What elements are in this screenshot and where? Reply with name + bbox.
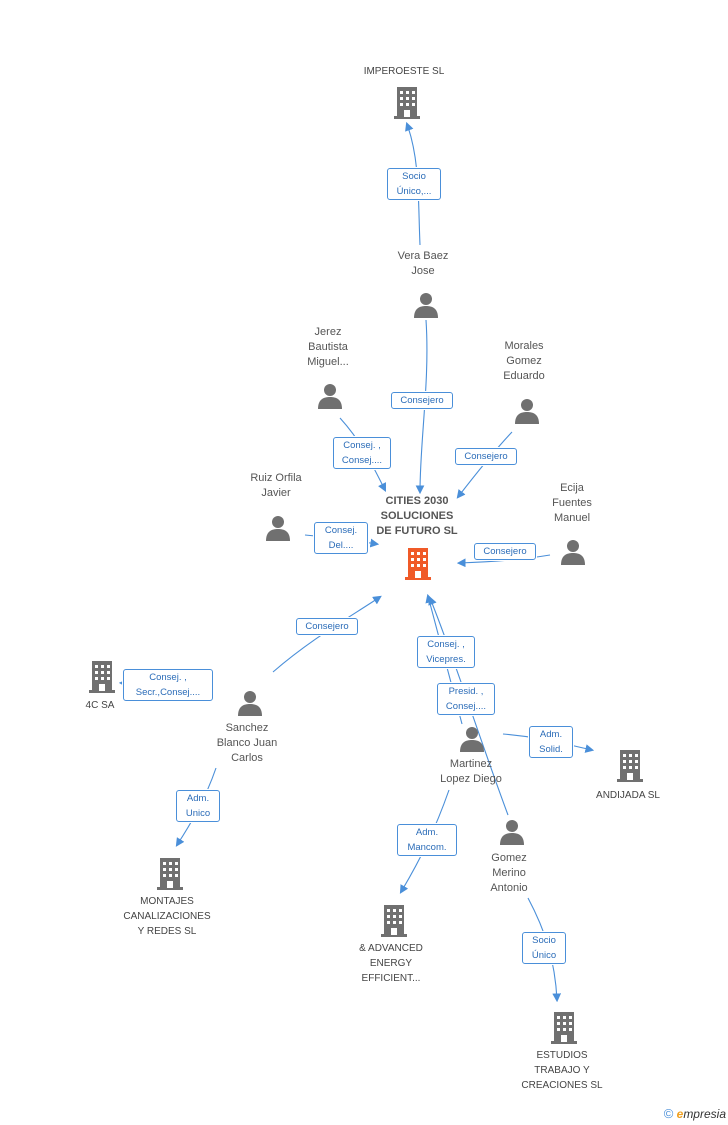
- edge-label-consejero[interactable]: Consejero: [296, 618, 358, 635]
- edge-vera-main: [415, 319, 428, 495]
- person-icon[interactable]: [236, 688, 264, 716]
- edge-label-presid-consej[interactable]: Presid. ,Consej....: [437, 683, 495, 715]
- edge-label-adm-unico[interactable]: Adm.Unico: [176, 790, 220, 822]
- node-andijada-label: ANDIJADA SL: [596, 790, 660, 801]
- building-icon[interactable]: [86, 659, 118, 693]
- edge-ecija-main: [456, 554, 551, 568]
- person-icon[interactable]: [513, 396, 541, 424]
- edge-label-consej-vicepres[interactable]: Consej. ,Vicepres.: [417, 636, 475, 668]
- person-icon[interactable]: [498, 817, 526, 845]
- edge-label-consejero[interactable]: Consejero: [391, 392, 453, 409]
- edge-label-consej-del[interactable]: Consej.Del....: [314, 522, 368, 554]
- building-icon[interactable]: [614, 748, 646, 782]
- person-icon[interactable]: [264, 513, 292, 541]
- main-building-icon[interactable]: [402, 546, 434, 580]
- node-imperoeste-label: IMPEROESTE SL: [363, 66, 445, 77]
- person-icon[interactable]: [412, 290, 440, 318]
- edge-label-consej-secr[interactable]: Consej. ,Secr.,Consej....: [123, 669, 213, 701]
- edge-label-consejero[interactable]: Consejero: [455, 448, 517, 465]
- edge-label-adm-solid[interactable]: Adm.Solid.: [529, 726, 573, 758]
- building-icon[interactable]: [154, 856, 186, 890]
- edge-label-consej[interactable]: Consej. ,Consej....: [333, 437, 391, 469]
- building-icon[interactable]: [378, 903, 410, 937]
- empresia-logo: © empresia: [663, 1106, 726, 1121]
- node-4c-label: 4C SA: [85, 700, 115, 711]
- edge-label-adm-mancom[interactable]: Adm.Mancom.: [397, 824, 457, 856]
- building-icon[interactable]: [548, 1010, 580, 1044]
- person-icon[interactable]: [316, 381, 344, 409]
- person-icon[interactable]: [458, 724, 486, 752]
- person-icon[interactable]: [559, 537, 587, 565]
- building-icon[interactable]: [391, 85, 423, 119]
- edge-label-consejero[interactable]: Consejero: [474, 543, 536, 560]
